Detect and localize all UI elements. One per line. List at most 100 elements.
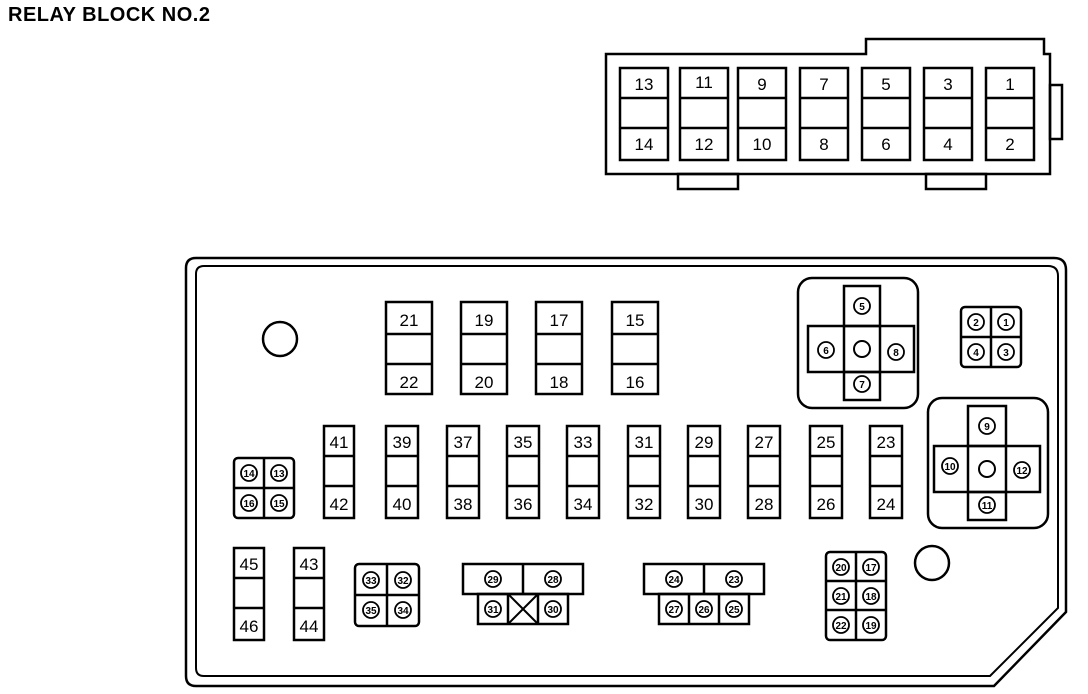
connector-pin-label: 35 [365, 606, 377, 617]
slot-label: 38 [454, 495, 473, 514]
connector-pin-label: 4 [973, 348, 979, 359]
top-relay: 1 2 [984, 66, 1036, 162]
connector-pin-label: 29 [487, 575, 499, 586]
slot-label: 18 [550, 373, 569, 392]
top-relay: 13 14 [618, 66, 670, 162]
connector-pin-label: 22 [835, 621, 847, 632]
slot-label: 20 [475, 373, 494, 392]
connector-pin-label: 14 [243, 469, 255, 480]
quad-connector: 2 1 4 3 [959, 305, 1023, 369]
slot-label: 6 [881, 135, 890, 154]
connector-pin-label: 11 [982, 501, 993, 512]
slot-label: 8 [819, 135, 828, 154]
blocked-cell-cross [507, 593, 539, 625]
connector-pin-label: 7 [859, 380, 865, 391]
slot-label: 13 [635, 75, 654, 94]
slot-label: 42 [330, 495, 349, 514]
slot-label: 4 [943, 135, 952, 154]
slot-label: 11 [695, 73, 713, 92]
top-block-outline [604, 37, 1052, 176]
connector-pin-label: 13 [273, 469, 285, 480]
slot-label: 34 [574, 495, 593, 514]
quad-connector: 14 13 16 15 [232, 456, 296, 520]
slot-label: 33 [574, 433, 593, 452]
slot-label: 28 [755, 495, 774, 514]
middle-relay: 23 24 [868, 424, 904, 520]
connector-pin-label: 24 [668, 575, 680, 586]
quad-connector: 33 32 35 34 [353, 562, 421, 628]
connector-pin-label: 33 [365, 576, 377, 587]
center-hole [978, 460, 996, 478]
slot-label: 17 [550, 311, 569, 330]
slot-label: 24 [877, 495, 896, 514]
slot-label: 2 [1005, 135, 1014, 154]
slot-label: 15 [626, 311, 645, 330]
connector-pin-label: 31 [487, 605, 499, 616]
upper-relay: 21 22 [384, 300, 434, 396]
connector-pin-label: 30 [547, 605, 559, 616]
top-block-side-tab [1048, 83, 1064, 141]
slot-label: 45 [240, 555, 259, 574]
slot-label: 29 [695, 433, 714, 452]
slot-label: 43 [300, 555, 319, 574]
middle-relay: 25 26 [808, 424, 844, 520]
slot-label: 23 [877, 433, 896, 452]
slot-label: 32 [635, 495, 654, 514]
connector-pin-label: 2 [973, 318, 979, 329]
slot-label: 22 [400, 373, 419, 392]
middle-relay: 33 34 [565, 424, 601, 520]
grid-connector: 20 17 21 18 22 19 [824, 550, 888, 642]
slot-label: 44 [300, 617, 319, 636]
cross-socket: 9 10 12 11 [926, 396, 1050, 530]
slot-label: 14 [635, 135, 654, 154]
main-relay-block: 21 22 19 20 17 18 15 16 41 42 [184, 256, 1068, 688]
middle-relay: 37 38 [445, 424, 481, 520]
main-block-inner-outline [195, 265, 1059, 677]
slot-label: 31 [635, 433, 654, 452]
connector-pin-label: 25 [728, 605, 740, 616]
lower-relay: 45 46 [232, 546, 266, 642]
top-relay: 9 10 [736, 66, 788, 162]
top-relay-block: 13 14 11 12 9 10 7 8 5 6 [604, 37, 1064, 191]
slot-label: 21 [400, 311, 419, 330]
connector-pin-label: 5 [859, 302, 865, 313]
slot-label: 27 [755, 433, 774, 452]
upper-relay: 15 16 [610, 300, 660, 396]
middle-relay: 27 28 [746, 424, 782, 520]
slot-label: 46 [240, 617, 259, 636]
connector-pin-label: 18 [865, 592, 877, 603]
slot-label: 26 [817, 495, 836, 514]
slot-label: 5 [881, 75, 890, 94]
mounting-hole [913, 544, 951, 582]
slot-label: 35 [514, 433, 533, 452]
slot-label: 30 [695, 495, 714, 514]
connector-group: 29 28 31 30 [461, 562, 585, 626]
connector-pin-label: 8 [893, 348, 899, 359]
diagram-title: RELAY BLOCK NO.2 [8, 4, 211, 26]
middle-relay: 41 42 [322, 424, 356, 520]
slot-label: 37 [454, 433, 473, 452]
connector-pin-label: 16 [243, 499, 255, 510]
slot-label: 10 [753, 135, 772, 154]
middle-relay: 39 40 [384, 424, 420, 520]
connector-pin-label: 34 [397, 606, 409, 617]
connector-group: 24 23 27 26 25 [642, 562, 766, 626]
upper-relay: 17 18 [534, 300, 584, 396]
connector-pin-label: 9 [984, 422, 990, 433]
top-block-bottom-tab-left [676, 172, 740, 191]
upper-relay: 19 20 [459, 300, 509, 396]
lower-relay: 43 44 [292, 546, 326, 642]
connector-pin-label: 17 [865, 563, 877, 574]
slot-label: 3 [943, 75, 952, 94]
connector-pin-label: 26 [698, 605, 710, 616]
top-relay: 5 6 [860, 66, 912, 162]
slot-label: 1 [1005, 75, 1014, 94]
connector-pin-label: 6 [823, 346, 829, 357]
connector-pin-label: 32 [397, 576, 409, 587]
top-relay: 11 12 [678, 66, 730, 162]
connector-pin-label: 15 [273, 499, 285, 510]
slot-label: 39 [393, 433, 412, 452]
connector-pin-label: 20 [835, 563, 847, 574]
connector-pin-label: 12 [1016, 466, 1028, 477]
